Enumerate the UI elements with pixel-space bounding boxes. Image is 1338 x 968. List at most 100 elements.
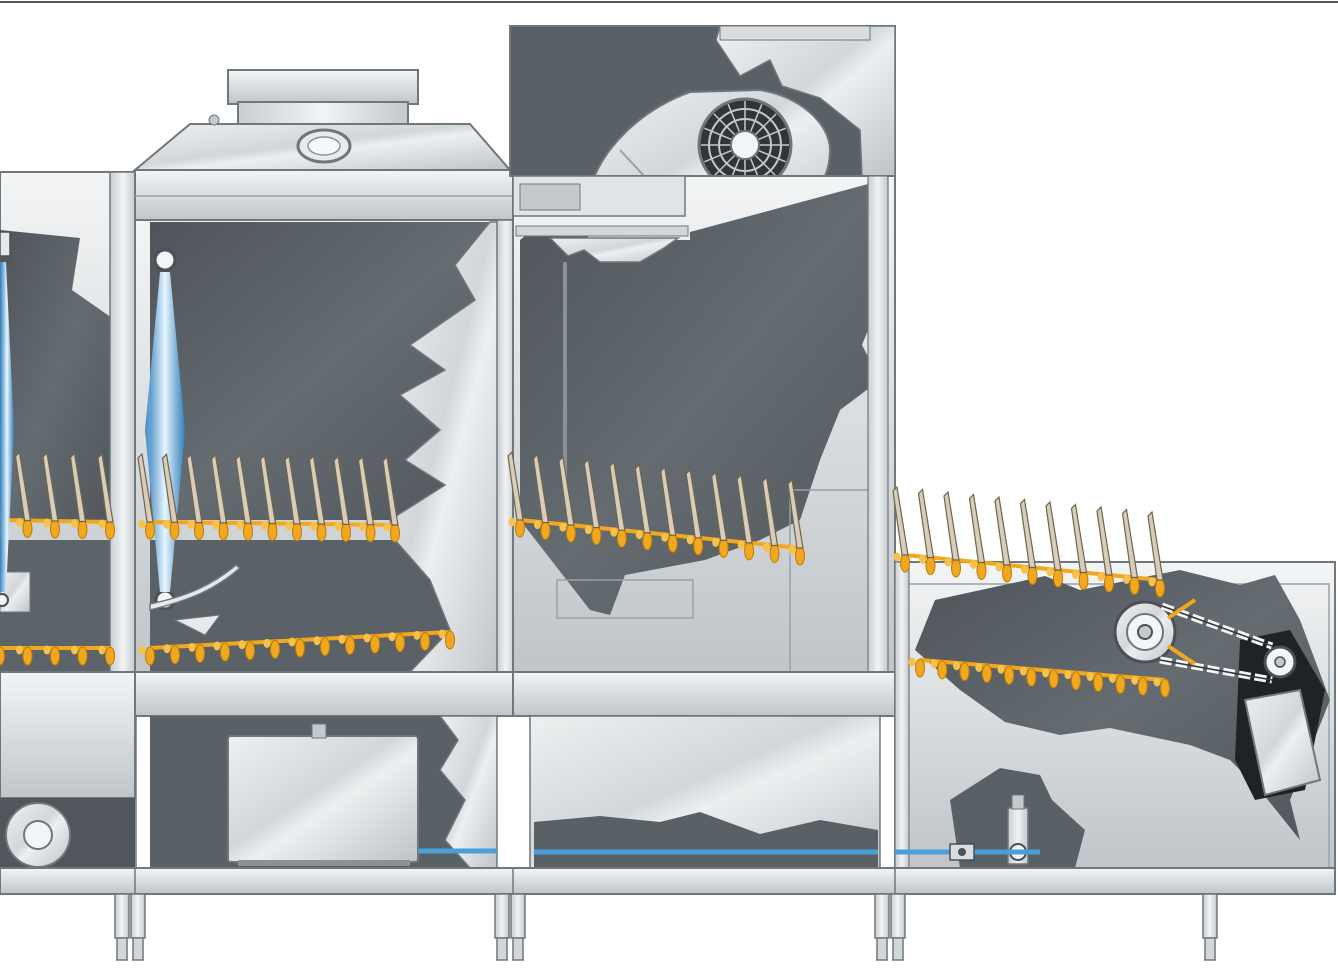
conveyor-roller — [1027, 566, 1038, 585]
conveyor-roller — [320, 637, 330, 657]
blower-fan-spoke — [704, 127, 733, 141]
conveyor-roller-link — [995, 562, 1003, 572]
conveyor-roller — [591, 526, 602, 546]
conveyor-peg — [137, 452, 154, 523]
conveyor-peg — [1070, 503, 1088, 574]
conveyor-roller-link — [43, 645, 51, 655]
conveyor-peg — [161, 453, 179, 523]
conveyor-roller — [981, 663, 992, 683]
conveyor-roller — [77, 646, 88, 666]
module-wash-cavity — [150, 222, 490, 520]
conveyor-roller-link — [163, 519, 170, 529]
conveyor-pegs — [0, 450, 1164, 581]
conveyor-roller-link — [16, 645, 23, 655]
conveyor-peg — [1096, 505, 1113, 576]
conveyor-roller — [395, 633, 405, 653]
conveyor-roller — [976, 561, 987, 580]
conveyor-roller — [616, 528, 627, 548]
machine-leg-foot — [892, 937, 904, 961]
conveyor-roller — [1048, 669, 1059, 689]
conveyor-peg — [583, 458, 601, 529]
module-wash-tank-torn — [438, 715, 498, 869]
conveyor-roller-link — [1097, 572, 1105, 582]
machine-leg-foot — [496, 937, 508, 961]
wash-tank-heater-cap — [311, 723, 327, 739]
conveyor-roller-link — [635, 530, 643, 540]
conveyor-roller — [145, 520, 155, 540]
conveyor-roller — [194, 521, 204, 541]
conveyor-peg — [259, 454, 277, 525]
conveyor-roller — [169, 520, 180, 540]
conveyor-roller — [693, 536, 704, 556]
conveyor-roller-link — [1131, 675, 1139, 685]
module-wash — [132, 69, 516, 869]
conveyor-roller-link — [1153, 677, 1161, 687]
machine-leg-foot — [876, 937, 888, 961]
conveyor-peg — [507, 450, 524, 521]
conveyor-roller — [959, 662, 970, 682]
conveyor-roller-link — [388, 632, 396, 642]
conveyor-peg — [210, 453, 228, 524]
base-frame-rail — [0, 867, 1336, 895]
module-unload — [894, 561, 1336, 869]
conveyor-roller-link — [953, 661, 961, 671]
conveyor-roller — [0, 646, 5, 666]
module-dryer-top-lip — [719, 25, 871, 41]
conveyor-peg — [1121, 508, 1139, 579]
drive-sprocket-hub — [1137, 624, 1153, 640]
prewash-nozzle-icon — [0, 593, 9, 607]
module-prewash-cavity — [0, 230, 112, 520]
module-prewash-base — [0, 671, 136, 799]
conveyor-roller-link — [212, 520, 219, 530]
module-unload-cavity — [915, 570, 1330, 840]
conveyor-roller-link — [213, 641, 221, 651]
conveyor-peg — [42, 451, 59, 522]
conveyor-roller — [900, 553, 910, 573]
conveyor-roller-link — [1046, 567, 1054, 577]
module-dryer-base — [512, 671, 896, 717]
conveyor-roller-link — [712, 537, 720, 547]
conveyor-peg — [685, 468, 702, 539]
blower-fan-spokes — [701, 101, 789, 189]
conveyor-sprocket-fork — [1166, 598, 1197, 666]
conveyor-roller-link — [359, 522, 366, 532]
conveyor-roller-link — [313, 636, 321, 646]
drive-motor-pulley-hub — [1274, 656, 1286, 668]
conveyor-roller — [365, 523, 376, 543]
conveyor-roller-link — [1021, 565, 1028, 574]
conveyor-roller-link — [1123, 575, 1130, 584]
drive-chain-outline — [1159, 605, 1273, 681]
dryer-inspection-panel — [556, 579, 694, 619]
conveyor-roller-link — [188, 642, 196, 652]
conveyor-roller — [1026, 667, 1037, 687]
conveyor-roller — [105, 520, 115, 540]
conveyor-roller-link — [413, 630, 421, 640]
conveyor-roller — [1078, 571, 1089, 590]
conveyor-roller-link — [1064, 670, 1072, 680]
conveyor-roller — [1104, 573, 1114, 593]
conveyor-roller — [1155, 578, 1165, 598]
conveyor-roller — [1002, 563, 1012, 583]
hood-band — [134, 169, 514, 221]
conveyor-roller — [218, 521, 229, 541]
conveyor-roller-link — [438, 629, 446, 639]
conveyor-peg — [994, 495, 1011, 566]
conveyor-roller — [1137, 676, 1148, 696]
conveyor-roller — [795, 546, 805, 566]
machine-legs — [114, 893, 1218, 961]
wash-tank-heater-box — [227, 735, 419, 863]
conveyor-roller — [50, 646, 60, 666]
conveyor-roller — [295, 638, 305, 658]
machine-leg-foot — [132, 937, 144, 961]
conveyor-roller — [937, 660, 948, 680]
conveyor-roller-link — [919, 555, 926, 564]
conveyor-belt-upper — [0, 517, 1197, 666]
machine-leg — [874, 893, 890, 939]
conveyor-roller — [220, 642, 230, 662]
conveyor-roller-link — [975, 662, 983, 672]
conveyor-roller-link — [997, 664, 1005, 674]
conveyor-peg — [97, 452, 114, 523]
conveyor-roller-link — [71, 645, 78, 655]
conveyor-roller — [195, 643, 205, 663]
conveyor-roller — [316, 522, 327, 542]
